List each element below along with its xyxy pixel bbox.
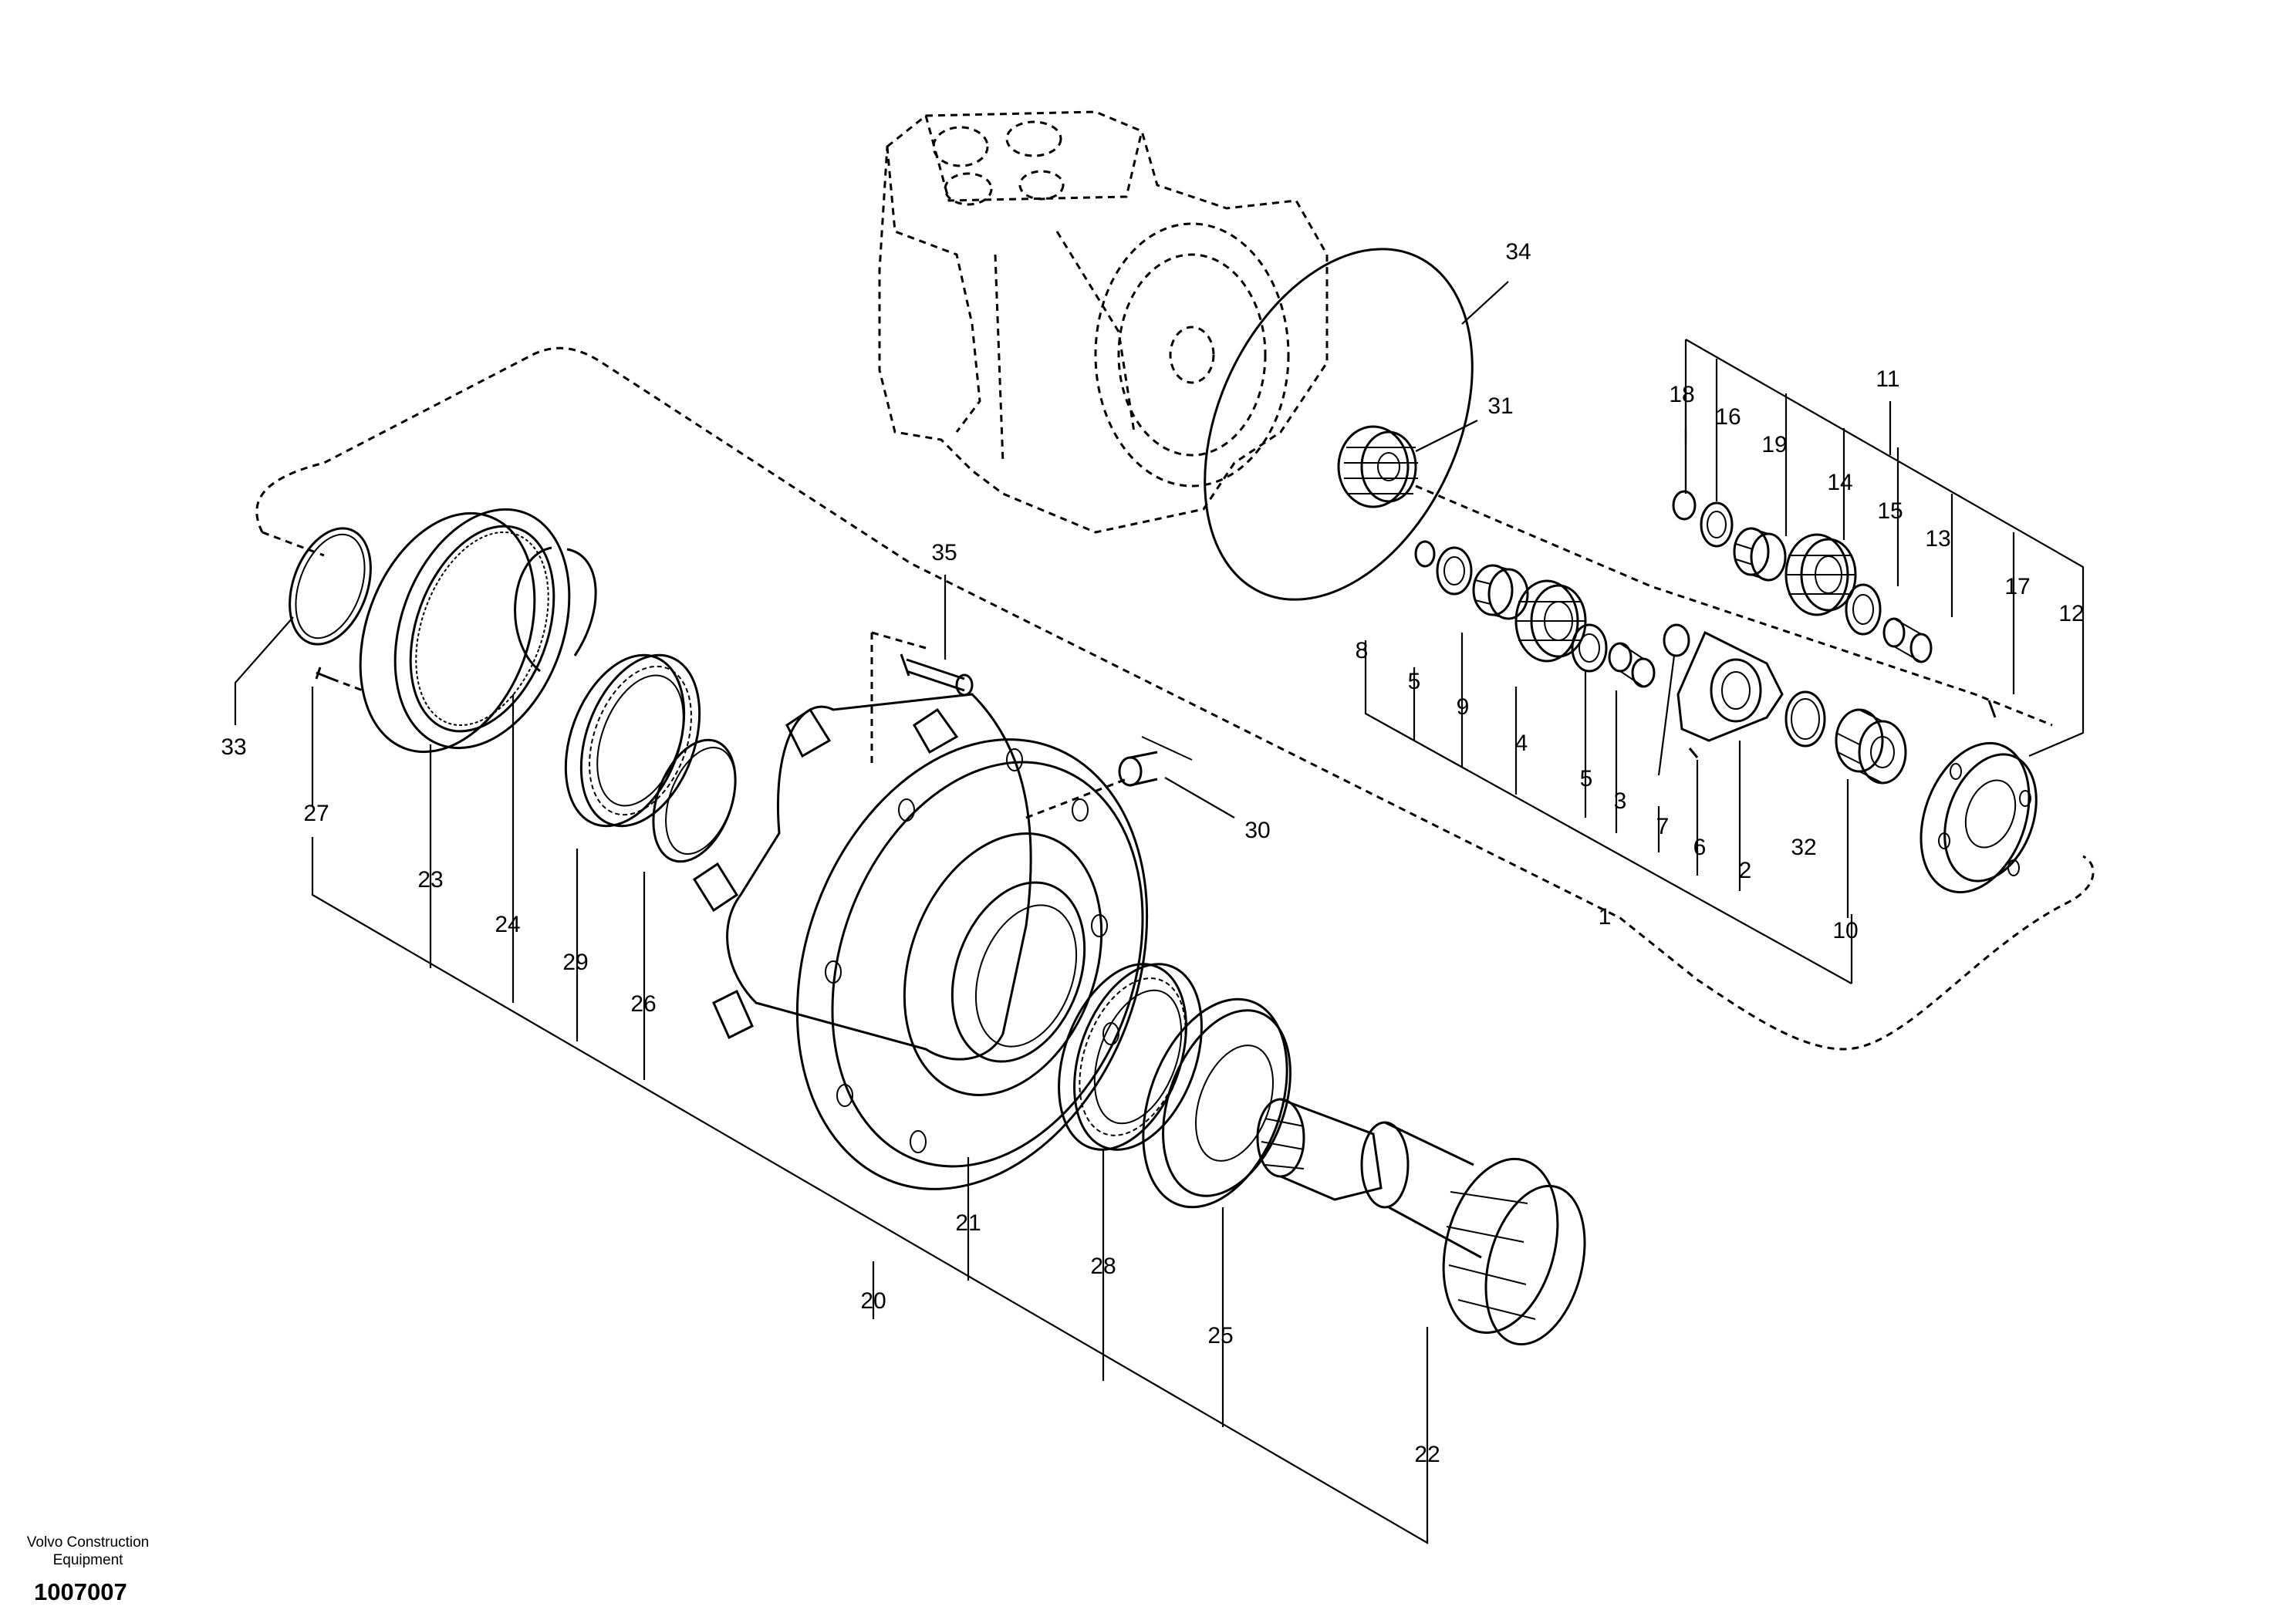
retaining-ring-24 — [514, 546, 597, 673]
reduction-housing-21 — [692, 693, 1149, 1190]
label-1: 1 — [1599, 904, 1612, 930]
output-shaft-22 — [1256, 1098, 1586, 1346]
label-25: 25 — [1207, 1323, 1233, 1348]
pin-3 — [1608, 642, 1656, 688]
label-6: 6 — [1693, 835, 1707, 860]
pin-27 — [315, 667, 363, 692]
label-17: 17 — [2004, 574, 2030, 599]
label-4: 4 — [1515, 731, 1528, 756]
sun-gear-10 — [1835, 708, 1907, 785]
label-24: 24 — [495, 912, 520, 937]
thrust-plate-12 — [1920, 741, 2038, 894]
label-7: 7 — [1656, 814, 1670, 839]
label-5-right: 5 — [1580, 766, 1593, 791]
label-3: 3 — [1614, 788, 1627, 814]
label-32: 32 — [1791, 835, 1816, 860]
planet-gear-4 — [1514, 579, 1587, 663]
label-22: 22 — [1414, 1442, 1440, 1467]
label-31: 31 — [1487, 393, 1513, 419]
label-2: 2 — [1739, 858, 1752, 883]
label-30: 30 — [1244, 818, 1270, 843]
label-10: 10 — [1832, 918, 1858, 943]
needle-bearing-19 — [1733, 527, 1787, 582]
label-11: 11 — [1876, 366, 1899, 392]
label-21: 21 — [955, 1210, 981, 1236]
o-ring-34 — [1204, 248, 1474, 601]
label-12: 12 — [2058, 601, 2084, 626]
label-14: 14 — [1827, 470, 1852, 495]
label-5-left: 5 — [1408, 669, 1421, 694]
bearing-29 — [564, 653, 701, 828]
label-28: 28 — [1090, 1254, 1116, 1279]
label-27: 27 — [303, 801, 329, 826]
plug-30 — [1118, 736, 1193, 787]
axis-30 — [1025, 778, 1127, 819]
label-9: 9 — [1457, 694, 1470, 720]
label-23: 23 — [417, 867, 443, 893]
pin-13 — [1882, 617, 1933, 663]
label-34: 34 — [1505, 239, 1531, 265]
planet-gear-14 — [1784, 533, 1857, 616]
needle-bearing-9 — [1472, 564, 1529, 620]
leader-lines — [234, 281, 2085, 1544]
document-id: 1007007 — [34, 1578, 127, 1605]
sun-gear-31 — [1337, 425, 1418, 508]
label-35: 35 — [931, 540, 957, 565]
seal-26 — [652, 738, 737, 863]
thrust-washer-5-left — [1436, 546, 1473, 596]
label-16: 16 — [1715, 404, 1741, 430]
snap-ring-18 — [1672, 490, 1697, 521]
label-15: 15 — [1877, 498, 1903, 524]
axis-line-upper — [1415, 484, 2053, 727]
company-name: Volvo Construction Equipment — [26, 1534, 150, 1568]
label-33: 33 — [221, 734, 246, 760]
label-13: 13 — [1925, 526, 1950, 552]
pin-17 — [1987, 700, 1997, 718]
bolt-axis-35 — [870, 631, 927, 764]
bearing-28 — [1058, 963, 1203, 1151]
snap-ring-7 — [1663, 623, 1690, 657]
planet-carrier-2 — [1676, 630, 1784, 742]
washer-16 — [1700, 501, 1734, 548]
snap-ring-32 — [1784, 690, 1826, 748]
label-19: 19 — [1761, 432, 1787, 457]
label-8: 8 — [1356, 638, 1369, 663]
ring-gear-23 — [359, 508, 571, 754]
washer-8 — [1414, 540, 1436, 568]
part-labels: 34 31 35 30 33 27 23 24 29 26 21 20 28 2… — [221, 239, 2084, 1467]
o-ring-33 — [289, 527, 372, 646]
label-20: 20 — [860, 1288, 886, 1314]
oil-seal-25 — [1142, 997, 1292, 1209]
hydraulic-motor-ghost — [878, 110, 1329, 534]
label-29: 29 — [562, 950, 588, 975]
pin-6 — [1688, 748, 1699, 758]
bolt-35 — [900, 653, 974, 697]
thrust-washer-5-right — [1571, 623, 1608, 673]
thrust-washer-15 — [1845, 583, 1882, 636]
assembly-outline-main — [255, 346, 2095, 1051]
label-18: 18 — [1669, 382, 1694, 407]
label-26: 26 — [630, 991, 656, 1017]
footer: Volvo Construction Equipment 1007007 — [11, 1534, 165, 1606]
